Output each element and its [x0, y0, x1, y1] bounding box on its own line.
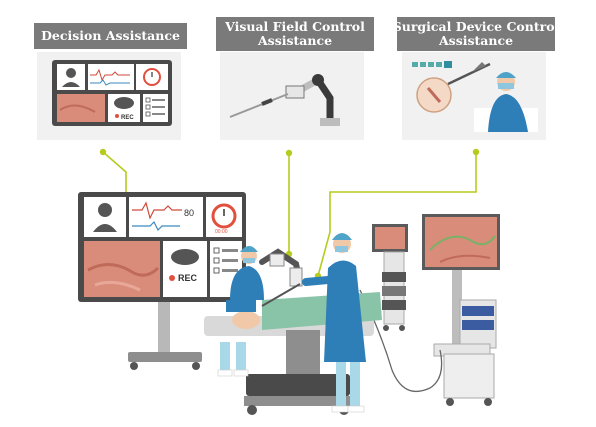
timer-value: 00:00: [215, 229, 228, 235]
robot-arm-scope-icon: [229, 74, 340, 126]
endoscope-monitor: [422, 214, 500, 406]
timer-icon: [211, 203, 237, 229]
connector-dot: [285, 149, 293, 157]
thumb-rec-text: REC: [121, 115, 134, 121]
decision-tablet-icon: REC: [52, 60, 172, 126]
main-display-stand: [128, 298, 202, 370]
main-display: 80 00:00 REC: [78, 192, 246, 302]
connector-dot: [99, 148, 107, 156]
surgical-robot-arm: [259, 248, 303, 307]
surgical-device-control-text-line1: Surgical Device Control: [392, 19, 560, 34]
visual-field-control-text-line2: Assistance: [257, 33, 333, 48]
surgical-device-control-text-line2: Assistance: [438, 33, 514, 48]
connector-lines: [102, 151, 477, 277]
decision-assistance-label: Decision Assistance: [34, 23, 187, 49]
connector-dot: [472, 148, 480, 156]
surgical-device-control-label: Surgical Device Control Assistance: [393, 17, 559, 51]
record-dot-icon: [169, 275, 175, 281]
patient-head: [232, 311, 260, 329]
monitor-cart: [372, 224, 408, 331]
visual-field-control-text-line1: Visual Field Control: [225, 19, 365, 34]
decision-assistance-text: Decision Assistance: [41, 28, 180, 43]
assistant-surgeon: [217, 246, 264, 377]
instrument-cable: [359, 289, 443, 393]
surgical-device-thumbnail: [412, 61, 538, 132]
chat-bubble-icon: [171, 249, 199, 265]
heart-rate-value: 80: [184, 208, 194, 218]
lead-surgeon: [302, 233, 366, 413]
visual-field-control-label: Visual Field Control Assistance: [216, 17, 374, 51]
rec-label: REC: [178, 273, 198, 283]
